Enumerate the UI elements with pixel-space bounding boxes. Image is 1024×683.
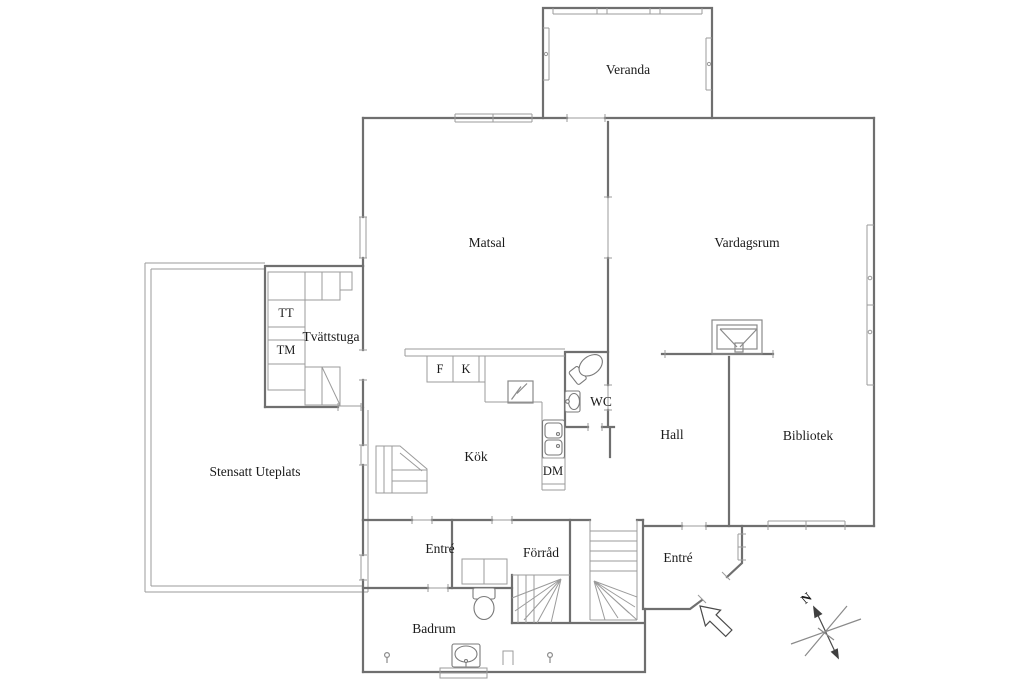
appliance-label-k: K <box>461 362 470 376</box>
staircase-main <box>589 520 638 621</box>
room-label-uteplats: Stensatt Uteplats <box>209 464 300 479</box>
appliance-label-tm: TM <box>277 343 296 357</box>
room-label-veranda: Veranda <box>606 62 650 77</box>
room-labels: Veranda Matsal Vardagsrum Tvättstuga Ste… <box>209 62 833 636</box>
room-label-vardagsrum: Vardagsrum <box>714 235 780 250</box>
room-label-hall: Hall <box>660 427 683 442</box>
radiator-valve-icon <box>384 651 553 663</box>
compass-rose: N <box>790 589 862 660</box>
room-label-kok: Kök <box>464 449 487 464</box>
compass-north-label: N <box>798 589 815 607</box>
appliance-label-f: F <box>437 362 444 376</box>
room-label-bibliotek: Bibliotek <box>783 428 833 443</box>
staircase-lower <box>511 574 570 624</box>
room-label-entre-left: Entré <box>425 541 454 556</box>
entrance-arrow-icon <box>699 605 733 638</box>
bathroom-fixtures <box>384 587 553 668</box>
fireplace <box>711 319 763 355</box>
cellar-steps <box>375 445 428 494</box>
room-label-badrum: Badrum <box>412 621 456 636</box>
interior-walls <box>361 120 775 625</box>
door-openings <box>337 114 774 604</box>
laundry-cabinets <box>267 271 353 406</box>
kitchen-fixtures <box>404 348 566 491</box>
appliance-label-dm: DM <box>543 464 563 478</box>
exterior-walls <box>263 6 876 674</box>
patio-outline <box>144 262 369 593</box>
room-label-forrad: Förråd <box>523 545 559 560</box>
room-label-matsal: Matsal <box>469 235 506 250</box>
room-label-entre-right: Entré <box>663 550 692 565</box>
windows <box>359 8 874 679</box>
appliance-labels: TT TM F K DM <box>277 306 563 478</box>
room-label-tvattstuga: Tvättstuga <box>303 329 360 344</box>
room-label-wc: WC <box>590 394 612 409</box>
wc-fixtures <box>564 354 603 413</box>
appliance-label-tt: TT <box>278 306 294 320</box>
wardrobe <box>461 558 508 585</box>
